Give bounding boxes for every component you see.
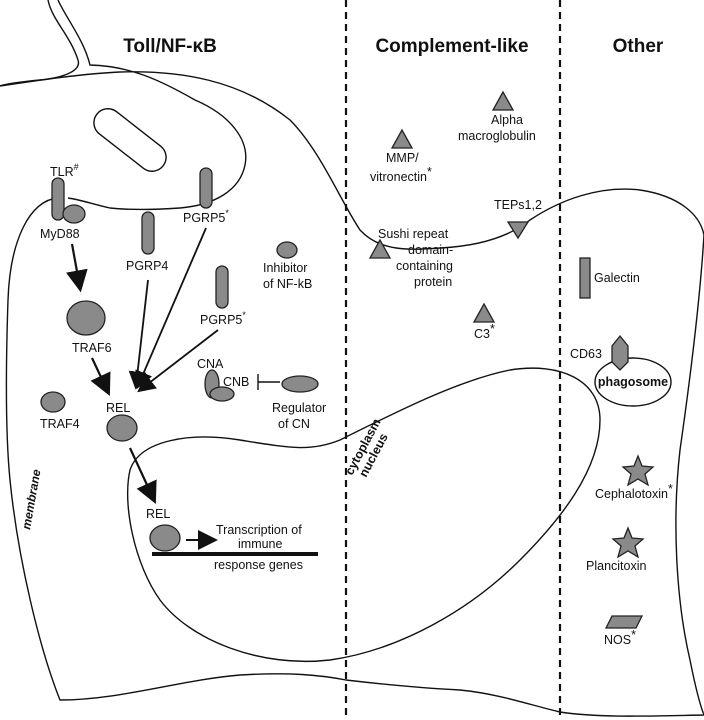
sushi-label-2: domain- bbox=[408, 243, 453, 257]
alpha-label-1: Alpha bbox=[491, 113, 523, 127]
cd63-label: CD63 bbox=[570, 347, 602, 361]
tentacle-upper bbox=[57, 0, 247, 211]
tlr-label: TLR# bbox=[50, 162, 79, 179]
phagosome-outline bbox=[594, 357, 672, 407]
cephalotoxin-label: Cephalotoxin* bbox=[595, 482, 673, 501]
myd88-label: MyD88 bbox=[40, 227, 80, 241]
header-complement: Complement-like bbox=[375, 36, 528, 57]
galectin-shape bbox=[579, 257, 591, 299]
nucleus-outline bbox=[127, 367, 601, 662]
regulator-label-2: of CN bbox=[278, 417, 310, 431]
pgrp5-mid-shape bbox=[215, 265, 229, 309]
membrane-label: membrane bbox=[19, 468, 43, 531]
cephalotoxin-star bbox=[621, 454, 655, 487]
myd88-shape bbox=[62, 204, 86, 224]
cna-label: CNA bbox=[197, 357, 224, 371]
tlr-shape bbox=[51, 177, 65, 221]
sushi-label-3: containing bbox=[396, 259, 453, 273]
sushi-triangle bbox=[368, 238, 392, 259]
inhibitor-shape bbox=[276, 241, 298, 259]
rel-cyto-label: REL bbox=[106, 401, 130, 415]
traf6-label: TRAF6 bbox=[72, 341, 112, 355]
c3-triangle bbox=[472, 302, 496, 323]
regulator-cn-shape bbox=[281, 375, 319, 393]
regulator-label-1: Regulator bbox=[272, 401, 326, 415]
header-toll: Toll/NF-κB bbox=[123, 36, 217, 57]
inhibitor-label-1: Inhibitor bbox=[263, 261, 307, 275]
mmp-label-2: vitronectin* bbox=[370, 165, 432, 184]
cd63-shape bbox=[611, 334, 629, 371]
alpha-label-2: macroglobulin bbox=[458, 129, 536, 143]
arrow-pgrp5top-rel bbox=[135, 227, 207, 390]
pgrp5-mid-label: PGRP5* bbox=[200, 310, 246, 327]
arrow-traf6-rel bbox=[90, 357, 111, 396]
traf4-shape bbox=[40, 391, 66, 413]
cell-outline-top bbox=[0, 71, 704, 250]
galectin-label: Galectin bbox=[594, 271, 640, 285]
teps-triangle bbox=[506, 221, 530, 240]
transcription-label-2: immune bbox=[238, 537, 283, 551]
pgrp4-shape bbox=[141, 211, 155, 255]
pgrp4-label: PGRP4 bbox=[126, 259, 168, 273]
inhibitor-label-2: of NF-kB bbox=[263, 277, 312, 291]
nos-shape bbox=[604, 615, 644, 629]
header-other: Other bbox=[613, 36, 664, 57]
pgrp5-top-shape bbox=[199, 167, 213, 209]
c3-label: C3* bbox=[474, 322, 495, 341]
mmp-triangle bbox=[390, 128, 414, 149]
arrow-pgrp4-rel bbox=[128, 279, 149, 390]
alpha-triangle bbox=[491, 90, 515, 111]
cell-outline-right bbox=[675, 234, 704, 716]
transcription-label-3: response genes bbox=[214, 558, 303, 572]
mmp-label-1: MMP/ bbox=[386, 151, 419, 165]
transcription-label-1: Transcription of bbox=[216, 523, 302, 537]
rel-nuc-shape bbox=[149, 524, 181, 552]
plancitoxin-label: Plancitoxin bbox=[586, 559, 646, 573]
pgrp5-top-label: PGRP5* bbox=[183, 208, 229, 225]
sushi-label-1: Sushi repeat bbox=[378, 227, 449, 241]
cell-outline-main bbox=[5, 197, 704, 717]
rel-cyto-shape bbox=[106, 414, 138, 442]
nos-label: NOS* bbox=[604, 628, 636, 647]
tentacle-capsule bbox=[93, 108, 167, 172]
cnb-label: CNB bbox=[223, 375, 249, 389]
teps-label: TEPs1,2 bbox=[494, 198, 542, 212]
plancitoxin-star bbox=[611, 526, 645, 559]
sushi-label-4: protein bbox=[414, 275, 452, 289]
arrow-rel-nucleus bbox=[129, 447, 157, 504]
traf6-shape bbox=[66, 300, 106, 336]
rel-nuc-label: REL bbox=[146, 507, 170, 521]
cell-membrane-outline bbox=[0, 0, 80, 87]
cnb-shape bbox=[209, 386, 235, 402]
arrow-myd88-traf6 bbox=[66, 243, 88, 293]
phagosome-label: phagosome bbox=[598, 375, 668, 389]
arrow-pgrp5mid-rel bbox=[137, 329, 219, 393]
traf4-label: TRAF4 bbox=[40, 417, 80, 431]
